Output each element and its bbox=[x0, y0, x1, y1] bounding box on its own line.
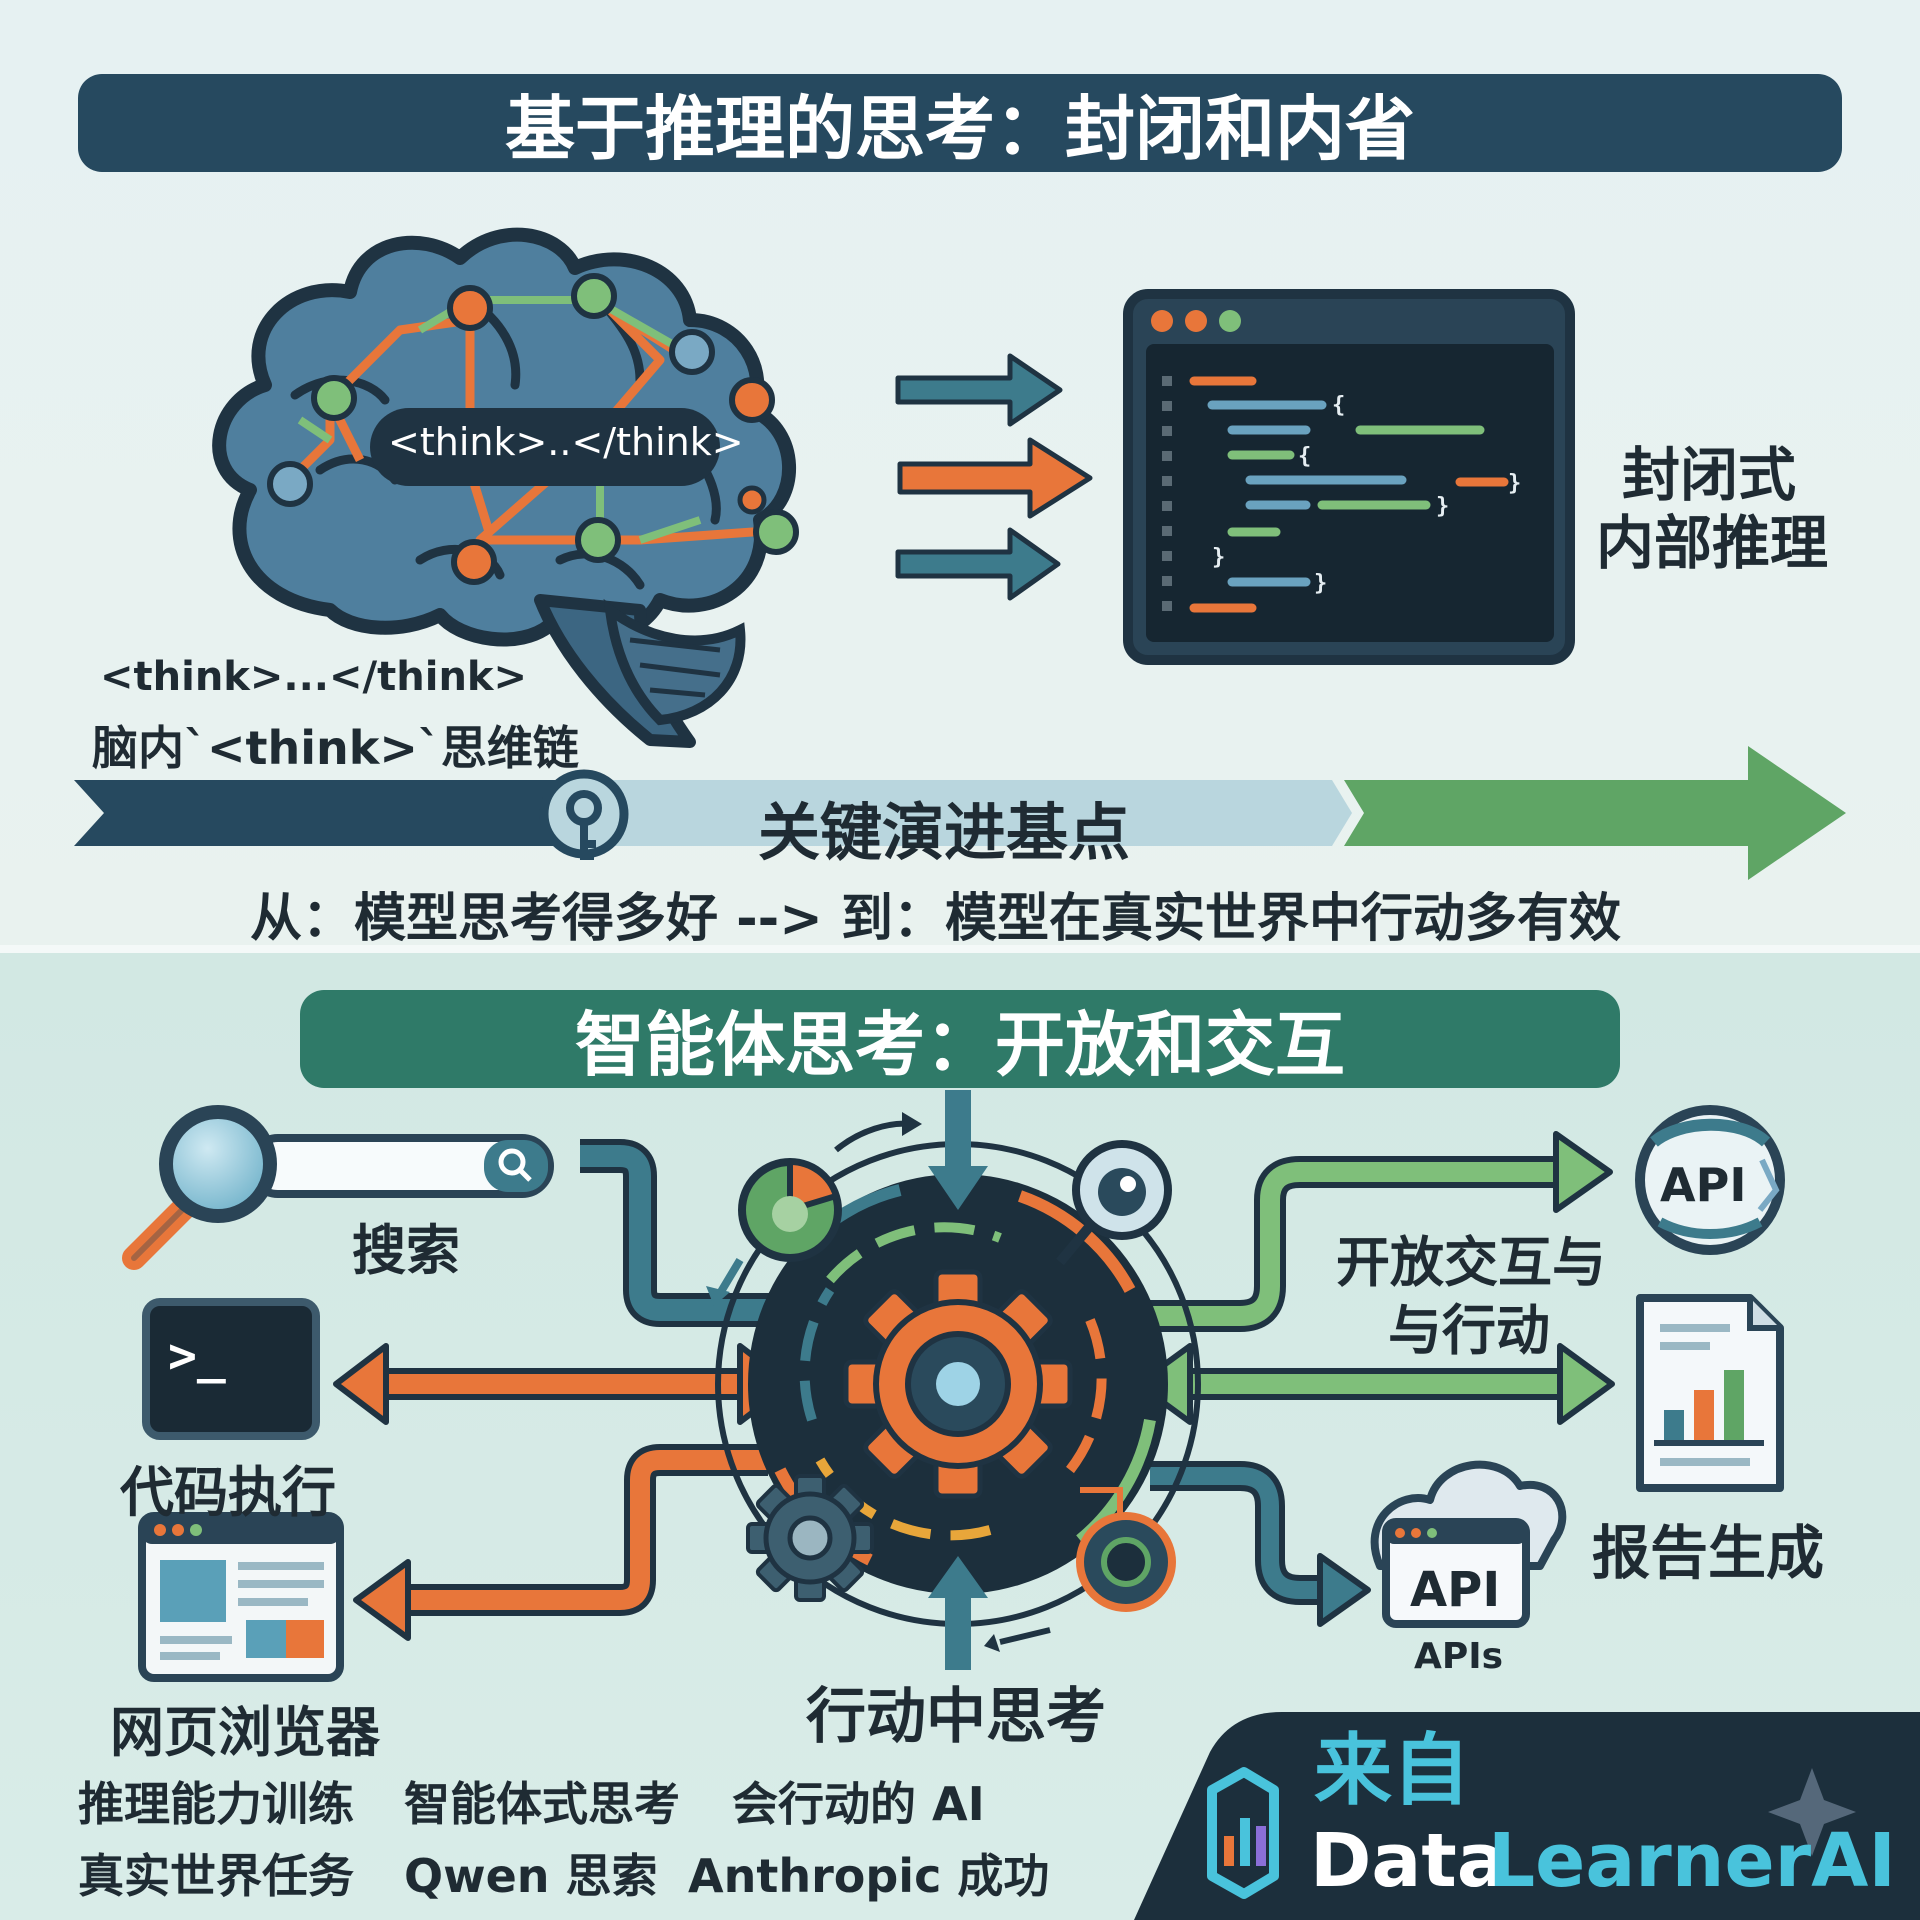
search-label: 搜索 bbox=[352, 1219, 460, 1282]
report-label: 报告生成 bbox=[1592, 1519, 1825, 1587]
api-globe-badge: API bbox=[1660, 1158, 1747, 1212]
magnifier-icon bbox=[122, 1105, 554, 1270]
terminal-icon: >_ bbox=[142, 1298, 320, 1440]
think-in-action-label: 行动中思考 bbox=[806, 1682, 1106, 1752]
brain-caption-line2: 脑内`<think>`思维链 bbox=[92, 721, 579, 775]
milestone-label: 关键演进基点 bbox=[758, 796, 1131, 869]
svg-text:}: } bbox=[1314, 571, 1327, 596]
title-banner-reasoning: 基于推理的思考：封闭和内省 bbox=[78, 74, 1842, 172]
title-banner-agentic: 智能体思考：开放和交互 bbox=[300, 990, 1620, 1088]
code-window-icon: { { }} }} bbox=[1123, 289, 1575, 665]
hub bbox=[715, 1090, 1201, 1670]
svg-text:}: } bbox=[1508, 471, 1521, 496]
eye-icon bbox=[1056, 1140, 1172, 1266]
svg-text:}: } bbox=[1212, 545, 1225, 570]
browser-label: 网页浏览器 bbox=[110, 1701, 380, 1764]
cloud-icon bbox=[1370, 1460, 1567, 1628]
tag-item: 真实世界任务 bbox=[78, 1849, 354, 1903]
open-interaction-line2: 与行动 bbox=[1388, 1299, 1550, 1362]
key-icon bbox=[539, 769, 629, 860]
section-divider bbox=[0, 945, 1920, 953]
code-exec-label: 代码执行 bbox=[120, 1461, 336, 1524]
milestone-band bbox=[74, 746, 1846, 880]
apis-label: APIs bbox=[1414, 1636, 1504, 1677]
think-tag-pill bbox=[370, 408, 720, 486]
brain-icon bbox=[212, 227, 799, 748]
brain-think-tag: <think>..</think> bbox=[388, 420, 744, 464]
globe-api-icon bbox=[1635, 1105, 1785, 1255]
brand-name-part2: LearnerAI bbox=[1488, 1818, 1896, 1904]
report-icon bbox=[1636, 1294, 1784, 1492]
tag-item: 推理能力训练 bbox=[78, 1777, 354, 1831]
tag-item: Anthropic 成功 bbox=[688, 1849, 1050, 1903]
svg-text:}: } bbox=[1436, 494, 1449, 519]
logo-icon bbox=[1207, 1767, 1279, 1899]
terminal-prompt: >_ bbox=[168, 1328, 226, 1384]
open-interaction-line1: 开放交互与 bbox=[1336, 1231, 1606, 1294]
brand-from: 来自 bbox=[1314, 1726, 1471, 1816]
tag-item: 智能体式思考 bbox=[404, 1777, 680, 1831]
closed-label-line2: 内部推理 bbox=[1596, 509, 1829, 577]
api-cloud-badge: API bbox=[1410, 1562, 1501, 1618]
tag-item: Qwen 思索 bbox=[404, 1849, 658, 1903]
sparkle-icon bbox=[1768, 1768, 1856, 1856]
pie-chart-icon bbox=[706, 1158, 842, 1306]
loop-arrow-head bbox=[902, 1112, 922, 1136]
brand-panel bbox=[1134, 1712, 1920, 1920]
browser-icon bbox=[138, 1512, 344, 1682]
from-to-caption: 从：模型思考得多好 --> 到：模型在真实世界中行动多有效 bbox=[250, 889, 1621, 949]
brain-caption-line1: <think>...</think> bbox=[100, 654, 528, 700]
brand-name-part1: Data bbox=[1310, 1818, 1507, 1904]
tag-item: 会行动的 AI bbox=[732, 1777, 985, 1831]
gear-icon bbox=[843, 1269, 1073, 1499]
svg-text:{: { bbox=[1298, 444, 1311, 469]
svg-text:{: { bbox=[1332, 393, 1345, 418]
closed-label-line1: 封闭式 bbox=[1622, 441, 1797, 509]
flow-arrows bbox=[895, 353, 1093, 601]
target-lens-icon bbox=[984, 1487, 1176, 1652]
left-connectors bbox=[333, 1139, 793, 1641]
small-gear-icon bbox=[746, 1474, 874, 1602]
